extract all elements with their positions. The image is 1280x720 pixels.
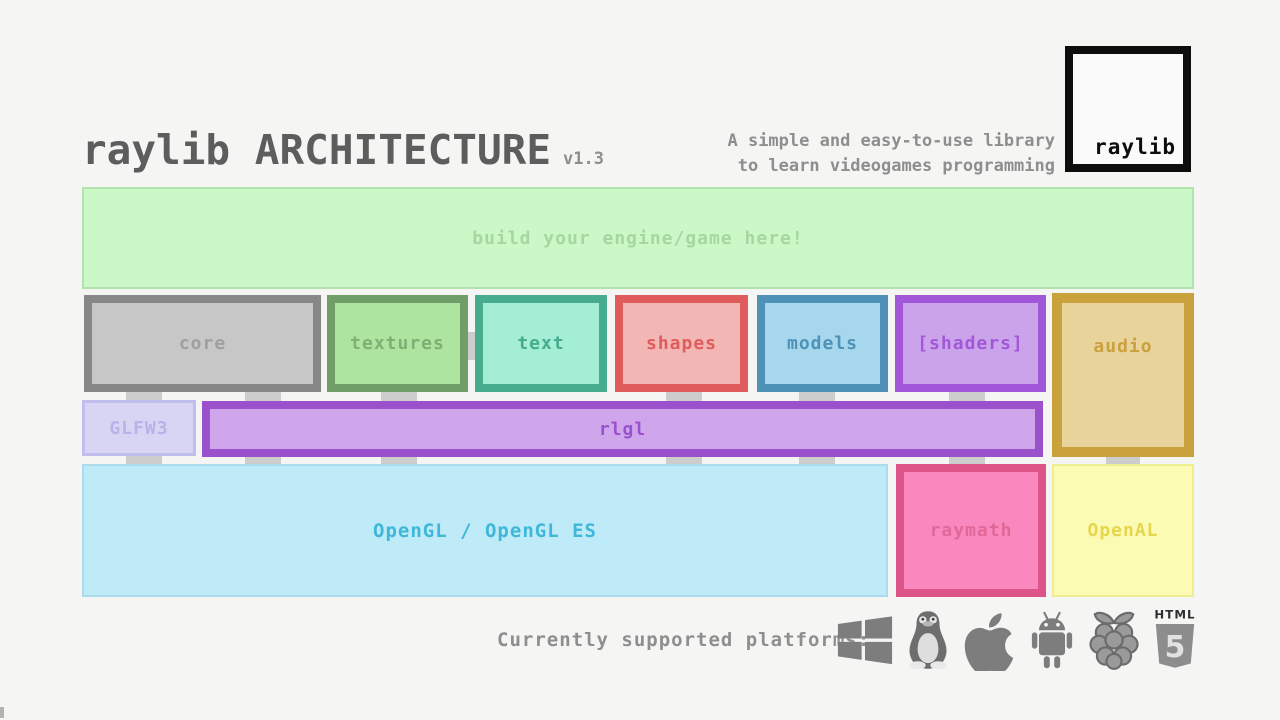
apple-icon: [962, 609, 1016, 671]
tagline-line-2: to learn videogames programming: [737, 156, 1055, 176]
layer-raymath: raymath: [896, 464, 1046, 597]
html5-icon: HTML 5: [1151, 608, 1199, 672]
connector-audio-openal: [1106, 456, 1140, 465]
glfw3-label: GLFW3: [109, 417, 169, 439]
module-shaders: [shaders]: [895, 295, 1046, 392]
html5-icon-number: 5: [1165, 630, 1186, 665]
module-textures: textures: [327, 295, 468, 392]
layer-openal: OpenAL: [1052, 464, 1194, 597]
page-title: raylib ARCHITECTURE v1.3: [82, 126, 604, 174]
windows-icon: [836, 611, 894, 669]
module-models-label: models: [786, 333, 859, 354]
openal-label: OpenAL: [1087, 520, 1159, 541]
layer-rlgl: rlgl: [202, 401, 1043, 457]
connector-shaders-rlgl: [949, 391, 985, 402]
version-label: v1.3: [563, 149, 604, 169]
module-shapes-label: shapes: [645, 333, 718, 354]
module-models: models: [757, 295, 888, 392]
connector-models-rlgl: [799, 391, 835, 402]
html5-icon-text: HTML: [1154, 608, 1195, 622]
tagline-line-1: A simple and easy-to-use library: [727, 131, 1055, 151]
raylib-logo-text: raylib: [1094, 135, 1176, 159]
engine-banner: build your engine/game here!: [82, 187, 1194, 289]
engine-banner-label: build your engine/game here!: [472, 227, 804, 249]
raspberry-pi-icon: [1088, 609, 1140, 671]
connector-rlgl-opengl-2: [381, 456, 417, 465]
opengl-label: OpenGL / OpenGL ES: [373, 519, 597, 542]
platforms-label: Currently supported platforms:: [497, 629, 871, 651]
layer-opengl: OpenGL / OpenGL ES: [82, 464, 888, 597]
platform-icons: HTML 5: [836, 604, 1199, 676]
connector-rlgl-opengl-4: [799, 456, 835, 465]
module-core-label: core: [178, 333, 227, 354]
module-shaders-label: [shaders]: [917, 333, 1024, 354]
connector-shapes-rlgl: [666, 391, 702, 402]
module-shapes: shapes: [615, 295, 748, 392]
module-text-label: text: [517, 333, 565, 354]
module-audio: audio: [1052, 293, 1194, 457]
module-text: text: [475, 295, 607, 392]
connector-rlgl-raymath: [949, 456, 985, 465]
module-audio-label: audio: [1093, 336, 1153, 357]
connector-rlgl-opengl-3: [666, 456, 702, 465]
layer-glfw3: GLFW3: [82, 400, 196, 456]
title-text: raylib ARCHITECTURE: [82, 126, 551, 174]
module-core: core: [84, 295, 321, 392]
rlgl-label: rlgl: [598, 418, 647, 440]
android-icon: [1027, 610, 1077, 670]
linux-tux-icon: [905, 610, 951, 670]
connector-glfw3-opengl: [126, 456, 162, 465]
tagline: A simple and easy-to-use library to lear…: [727, 129, 1055, 179]
connector-textures-rlgl: [381, 391, 417, 402]
connector-core-glfw3: [126, 391, 162, 402]
connector-core-rlgl: [245, 391, 281, 402]
raylib-logo: raylib: [1065, 46, 1191, 172]
connector-rlgl-opengl-1: [245, 456, 281, 465]
module-textures-label: textures: [350, 333, 445, 354]
raymath-label: raymath: [929, 520, 1013, 541]
screen-edge-artifact: [0, 707, 4, 718]
